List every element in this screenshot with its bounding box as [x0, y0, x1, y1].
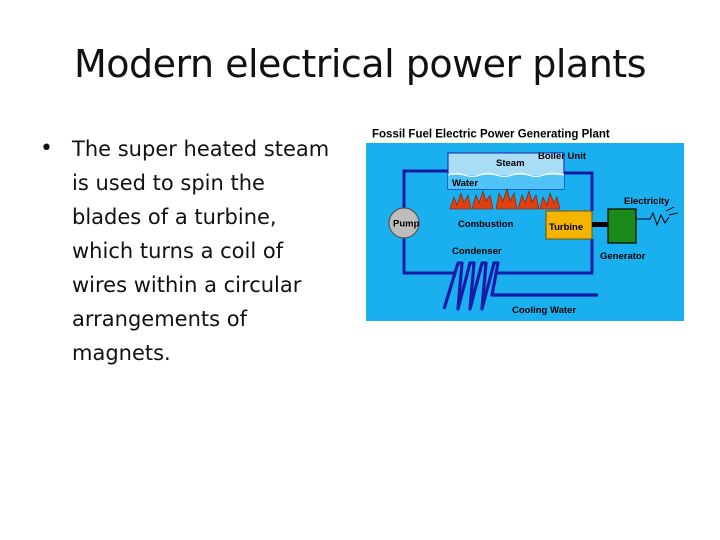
- bullet-line: arrangements of: [72, 307, 247, 331]
- flame: [449, 192, 472, 210]
- label-combustion: Combustion: [458, 219, 514, 230]
- label-electricity: Electricity: [624, 196, 670, 207]
- spark: [668, 212, 679, 216]
- water-surface: [447, 172, 565, 178]
- flame: [539, 192, 561, 210]
- pipe-loop: [402, 169, 594, 275]
- spark: [665, 206, 675, 212]
- label-turbine: Turbine: [549, 222, 583, 233]
- slide-title: Modern electrical power plants: [73, 42, 647, 86]
- bullet-line: wires within a circular: [72, 273, 302, 297]
- label-cooling-water: Cooling Water: [512, 305, 576, 316]
- turbine-box: [545, 210, 593, 240]
- pipe-pump-to-condenser: [402, 235, 456, 275]
- lightning-icon: [665, 206, 679, 216]
- electricity-wire: [636, 211, 670, 227]
- combustion-flames: [449, 187, 561, 210]
- label-steam: Steam: [496, 158, 525, 169]
- label-condenser: Condenser: [452, 246, 502, 257]
- boiler-unit: [447, 152, 565, 190]
- pipe-boiler-to-turbine: [564, 171, 594, 211]
- pipe-boiler-to-pump: [402, 169, 448, 211]
- pipe-turbine-to-condenser: [496, 239, 594, 275]
- bullet-item: • The super heated steam is used to spin…: [40, 132, 360, 370]
- bullet-line: magnets.: [72, 341, 171, 365]
- power-plant-diagram-svg: Fossil Fuel Electric Power Generating Pl…: [366, 123, 684, 321]
- turbine-shaft: [592, 222, 608, 227]
- bullet-line: which turns a coil of: [72, 239, 284, 263]
- bullet-symbol: •: [40, 136, 53, 161]
- pump-icon: [388, 207, 420, 239]
- flame: [495, 187, 518, 210]
- bullet-list: • The super heated steam is used to spin…: [40, 132, 360, 370]
- flame: [517, 189, 540, 210]
- diagram-title-bar: [366, 123, 684, 143]
- bullet-line: The super heated steam: [72, 137, 330, 161]
- label-pump: Pump: [393, 219, 420, 230]
- label-generator: Generator: [600, 251, 646, 262]
- label-boiler-unit: Boiler Unit: [538, 151, 587, 162]
- diagram-title: Fossil Fuel Electric Power Generating Pl…: [372, 129, 610, 141]
- condenser-coil: [442, 261, 598, 311]
- bullet-text: The super heated steam is used to spin t…: [72, 132, 329, 370]
- bullet-line: blades of a turbine,: [72, 205, 277, 229]
- generator-box: [607, 208, 637, 244]
- boiler-water-area: [448, 175, 564, 189]
- bullet-line: is used to spin the: [72, 171, 265, 195]
- power-plant-diagram: Fossil Fuel Electric Power Generating Pl…: [366, 123, 684, 321]
- flame: [471, 190, 494, 210]
- label-water: Water: [452, 178, 478, 189]
